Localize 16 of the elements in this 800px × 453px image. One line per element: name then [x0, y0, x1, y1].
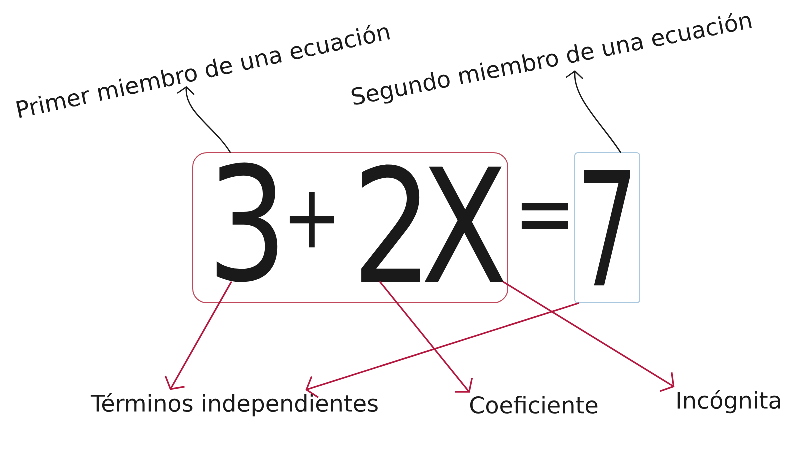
equation-term: 2: [362, 164, 420, 282]
term-label: Coeficiente: [470, 396, 598, 414]
arrow: [502, 281, 675, 392]
equals-sign: =: [522, 203, 568, 230]
arrow: [177, 86, 232, 154]
rounded-box: [192, 152, 508, 304]
equation-term: 3: [216, 162, 278, 282]
term-label: Incógnita: [678, 390, 780, 414]
arrow: [306, 302, 580, 398]
arrow: [164, 282, 232, 390]
highlight-box: 7: [574, 152, 640, 304]
arrow: [380, 281, 474, 393]
equation-term: X: [424, 166, 504, 282]
arrow: [566, 70, 622, 154]
term-label: Términos independientes: [90, 393, 378, 417]
plus-sign: +: [290, 192, 334, 248]
